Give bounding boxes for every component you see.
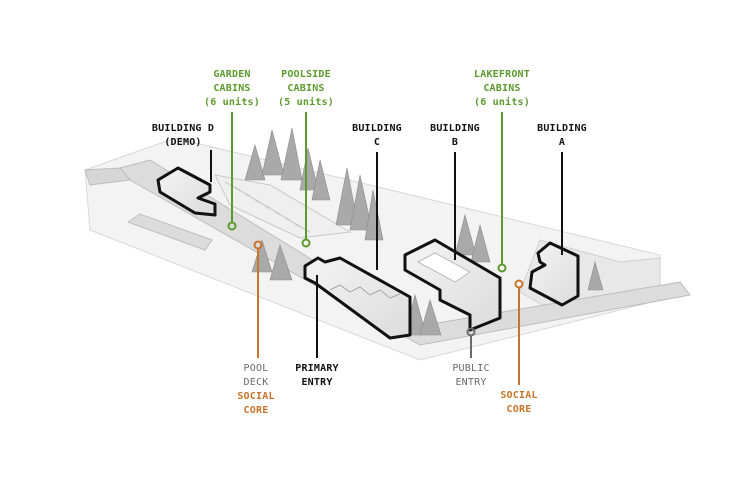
lakefront-cabins-line-2: CABINS [483, 83, 521, 94]
building-d-line-2: (DEMO) [164, 137, 202, 148]
garden-cabins-line-2: CABINS [213, 83, 251, 94]
building-b-line-2: B [451, 137, 459, 148]
building-c [303, 256, 412, 340]
primary-entry-line-2: ENTRY [301, 377, 333, 388]
lakefront-cabins-line-1: LAKEFRONT [474, 69, 530, 80]
building-a-label: BUILDING A [537, 122, 587, 150]
poolside-cabins-line-2: CABINS [287, 83, 325, 94]
building-a-line-2: A [558, 137, 566, 148]
building-b-line-1: BUILDING [430, 123, 480, 134]
pool-deck-line-1: POOL [243, 363, 269, 374]
building-c-label: BUILDING C [352, 122, 402, 150]
garden-cabins-label: GARDEN CABINS (6 units) [204, 68, 260, 110]
parking-lot [214, 174, 352, 239]
poolside-cabins-line-3: (5 units) [278, 97, 334, 108]
poolside-cabins-label: POOLSIDE CABINS (5 units) [278, 68, 334, 110]
side-road [126, 213, 213, 251]
public-entry-line-2: ENTRY [455, 377, 487, 388]
public-entry-marker [466, 327, 476, 337]
building-d-line-1: BUILDING D [151, 123, 215, 134]
pool-social-core-line-2: CORE [243, 405, 269, 416]
public-entry-label: PUBLIC ENTRY [452, 362, 489, 390]
building-a-line-1: BUILDING [537, 123, 587, 134]
public-entry-line-1: PUBLIC [452, 363, 490, 374]
poolside-cabins-line-1: POOLSIDE [281, 69, 331, 80]
garden-cabins-line-3: (6 units) [204, 97, 260, 108]
pool-social-core-marker [253, 240, 263, 250]
building-d [156, 166, 217, 217]
building-a [528, 241, 580, 307]
building-c-line-1: BUILDING [352, 123, 402, 134]
social-core-line-1: SOCIAL [500, 390, 538, 401]
social-core-label: SOCIAL CORE [500, 389, 537, 417]
social-core-line-2: CORE [506, 404, 532, 415]
garden-cabins-line-1: GARDEN [213, 69, 251, 80]
social-core-marker [514, 279, 524, 289]
primary-entry-line-1: PRIMARY [295, 363, 339, 374]
road-edge [84, 167, 131, 186]
pool-deck-label: POOL DECK SOCIAL CORE [237, 362, 274, 418]
garden-cabins-marker [227, 221, 237, 231]
primary-entry-label: PRIMARY ENTRY [295, 362, 339, 390]
building-b-label: BUILDING B [430, 122, 480, 150]
building-b-courtyard [416, 252, 471, 283]
building-c-facade [329, 284, 401, 299]
lakefront-cabins-label: LAKEFRONT CABINS (6 units) [474, 68, 530, 110]
pool-social-core-line-1: SOCIAL [237, 391, 275, 402]
poolside-cabins-marker [301, 238, 311, 248]
lakefront-cabins-marker [497, 263, 507, 273]
pool-deck-line-2: DECK [243, 377, 269, 388]
lakefront-cabins-line-3: (6 units) [474, 97, 530, 108]
building-c-line-2: C [373, 137, 381, 148]
building-d-label: BUILDING D (DEMO) [152, 122, 214, 150]
